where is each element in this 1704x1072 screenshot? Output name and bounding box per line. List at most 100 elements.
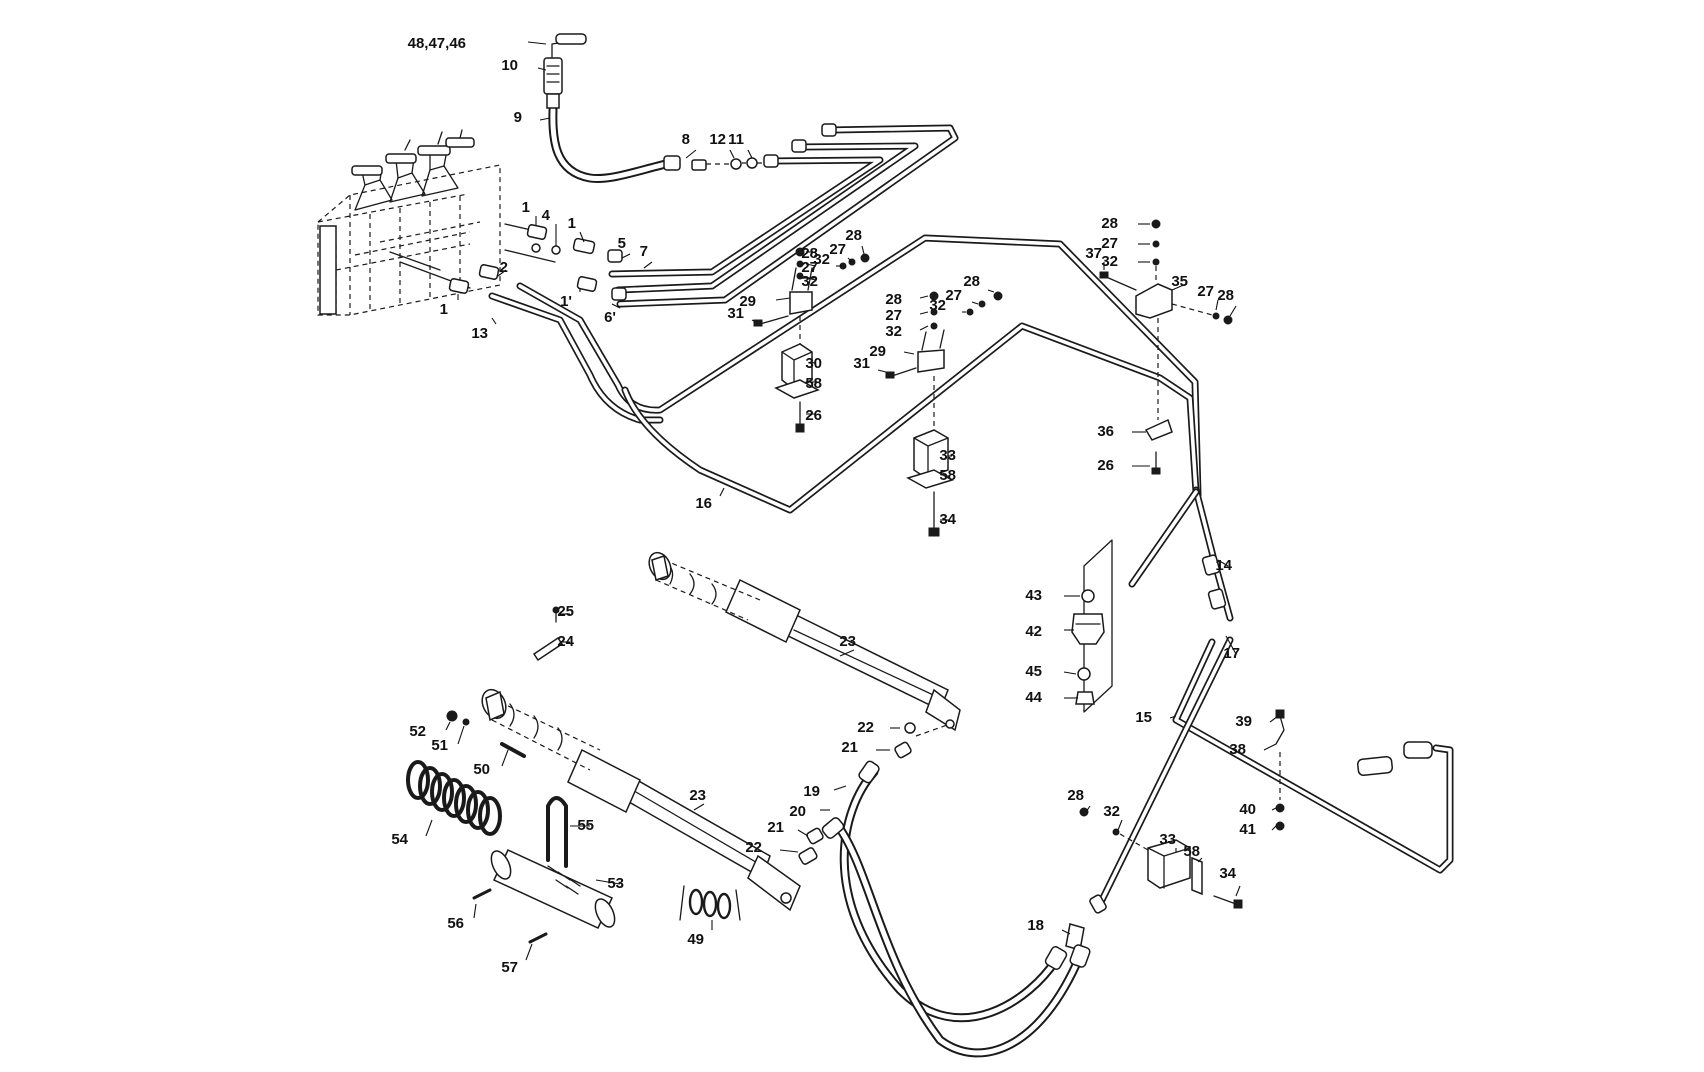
callout-number: 32 xyxy=(813,251,830,268)
callout-leader xyxy=(579,231,585,243)
callout-leader xyxy=(1061,929,1071,935)
callout: 26 xyxy=(1097,457,1150,474)
callout: 56 xyxy=(447,903,477,932)
callout-number: 4 xyxy=(542,207,551,224)
callout: 58 xyxy=(939,467,956,484)
callout: 28 xyxy=(885,291,929,308)
sleeve-53 xyxy=(490,849,616,929)
callout: 33 xyxy=(1159,831,1177,852)
pipe-16 xyxy=(621,322,1200,514)
callout: 49 xyxy=(687,920,713,948)
rings-49 xyxy=(679,885,741,921)
fittings-20-22 xyxy=(798,722,951,865)
callout-leader xyxy=(1269,715,1279,723)
callout: 17 xyxy=(1223,635,1240,662)
callout-number: 28 xyxy=(885,291,902,308)
cylinder-23-lower xyxy=(481,688,801,912)
callout: 27 xyxy=(1101,235,1150,252)
pipe-to-ram xyxy=(1098,488,1234,904)
callout-leader xyxy=(971,301,979,305)
callout-number: 1 xyxy=(440,301,448,318)
pipe-return-long xyxy=(516,234,1202,499)
callout-leader xyxy=(1271,807,1277,811)
callout-number: 28 xyxy=(1101,215,1118,232)
callout-number: 27 xyxy=(801,259,818,276)
callout-number: 58 xyxy=(939,467,956,484)
callout: 18 xyxy=(1027,917,1071,935)
callout: 1 xyxy=(568,215,585,243)
callout: 32 xyxy=(813,251,842,268)
callout-number: 45 xyxy=(1025,663,1042,680)
callout-number: 44 xyxy=(1025,689,1042,706)
callout: 23 xyxy=(839,633,856,657)
callout-leader xyxy=(611,303,621,309)
callout: 19 xyxy=(803,783,847,800)
callout-number: 6' xyxy=(604,309,616,326)
callout-leader xyxy=(797,829,809,837)
callout-leader xyxy=(1217,559,1229,567)
callout-number: 55 xyxy=(577,817,594,834)
callout: 38 xyxy=(1229,741,1277,758)
callout-leader xyxy=(775,297,791,301)
clamp-29-middle xyxy=(885,291,1003,379)
pilot-line-9 xyxy=(548,105,671,184)
callout-leader xyxy=(719,487,725,497)
callout: 10 xyxy=(501,57,547,74)
callout-leader xyxy=(1117,819,1123,831)
callout: 50 xyxy=(473,749,509,778)
callout-number: 38 xyxy=(1229,741,1246,758)
callout: 51 xyxy=(431,725,465,754)
callout-leader xyxy=(491,317,497,325)
callout-leader xyxy=(751,319,757,323)
callout-leader xyxy=(1197,857,1203,863)
callout-leader xyxy=(1085,805,1091,813)
callout-leader xyxy=(445,721,451,731)
callout-number: 2 xyxy=(500,259,508,276)
callout-number: 51 xyxy=(431,737,448,754)
valve-fittings-1-2-4-6 xyxy=(389,223,627,301)
callout-number: 28 xyxy=(963,273,980,290)
callout-number: 50 xyxy=(473,761,490,778)
callout-leader xyxy=(595,879,621,885)
callout-number: 1 xyxy=(522,199,530,216)
callout-number: 48,47,46 xyxy=(408,35,466,52)
callout: 6' xyxy=(604,303,621,326)
callout-number: 31 xyxy=(853,355,870,372)
callout-number: 5 xyxy=(618,235,626,252)
callout: 28 xyxy=(845,227,865,255)
callout: 16 xyxy=(695,487,725,512)
callout-leader xyxy=(805,263,817,267)
callout-leader xyxy=(457,725,465,745)
callout: 54 xyxy=(391,819,433,848)
callout-number: 58 xyxy=(805,375,822,392)
callout: 42 xyxy=(1025,623,1074,640)
callout-leader xyxy=(1215,299,1219,311)
callout-number: 34 xyxy=(1219,865,1236,882)
callout: 40 xyxy=(1239,801,1277,818)
callout-number: 22 xyxy=(857,719,874,736)
callout: 31 xyxy=(853,355,887,373)
callout: 32 xyxy=(801,273,818,290)
callout-leader xyxy=(779,849,799,853)
callout: 29 xyxy=(739,293,791,310)
rubber-mount-33-upper xyxy=(906,376,954,537)
callout: 4 xyxy=(542,207,557,246)
callout: 39 xyxy=(1235,713,1279,730)
callout-number: 28 xyxy=(1067,787,1084,804)
callout: 14 xyxy=(1215,557,1232,574)
callout-leader xyxy=(1169,715,1177,719)
pressure-switch-42-43-44-45 xyxy=(1071,539,1113,713)
callout: 28 xyxy=(1067,787,1091,813)
callout-leader xyxy=(919,295,929,299)
callout: 27 xyxy=(829,241,853,263)
callout-number: 35 xyxy=(1171,273,1188,290)
callout: 34 xyxy=(1219,865,1241,897)
callout-number: 17 xyxy=(1223,645,1240,662)
callout: 28 xyxy=(1217,287,1237,317)
callout-leader xyxy=(1271,825,1277,831)
callout: 1' xyxy=(560,288,581,310)
callout: 21 xyxy=(841,739,890,756)
callout-number: 33 xyxy=(1159,831,1176,848)
callout-number: 33 xyxy=(939,447,956,464)
